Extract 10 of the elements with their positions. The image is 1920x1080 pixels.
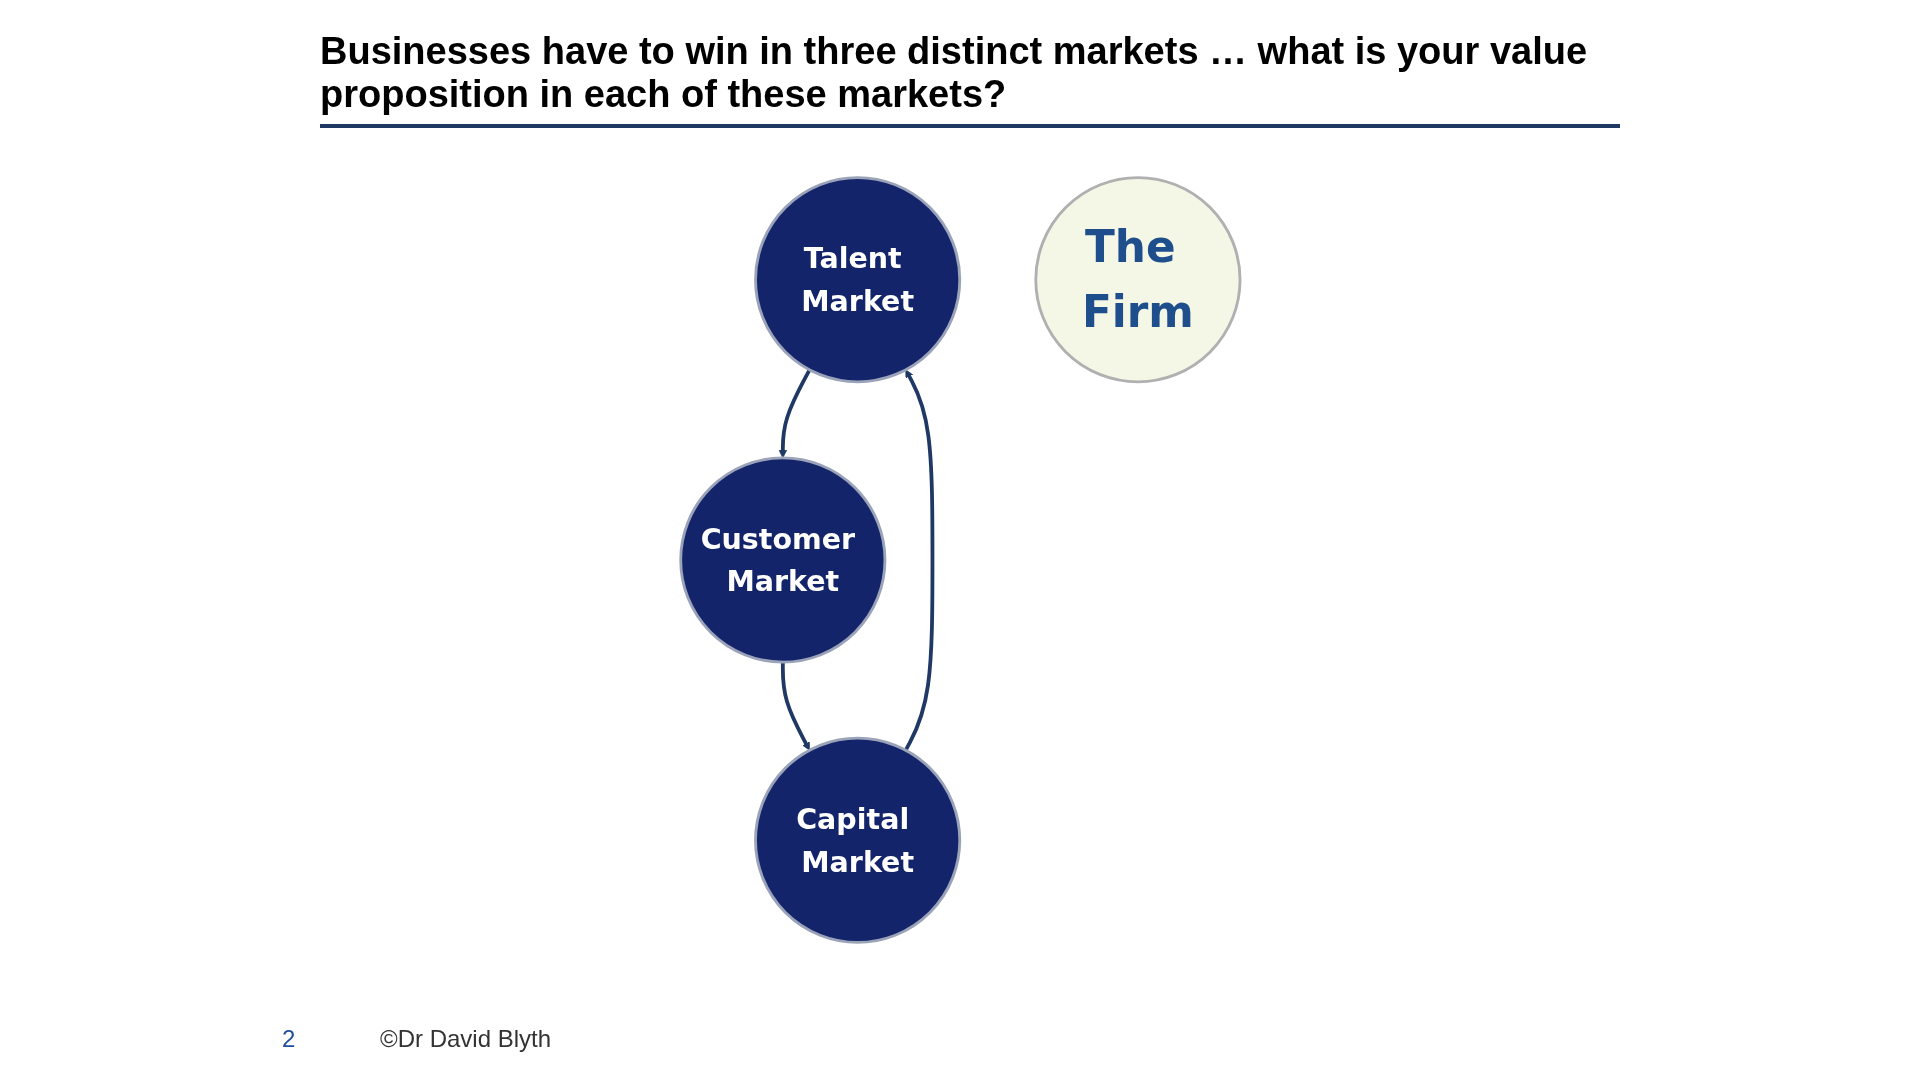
copyright-note: ©Dr David Blyth [380,1025,552,1053]
arrow [903,369,934,752]
node-circle: Talent Market [753,176,961,384]
slide-title: Businesses have to win in three distinct markets … what is your value proposition in each of these markets? [320,30,1620,128]
node-circle: Customer Market [678,456,886,664]
page-number: 2 [282,1025,296,1053]
arrow [780,662,810,751]
node-circle: The Firm [1034,176,1242,384]
arrow [778,368,811,459]
node-circle: Capital Market [753,736,961,944]
